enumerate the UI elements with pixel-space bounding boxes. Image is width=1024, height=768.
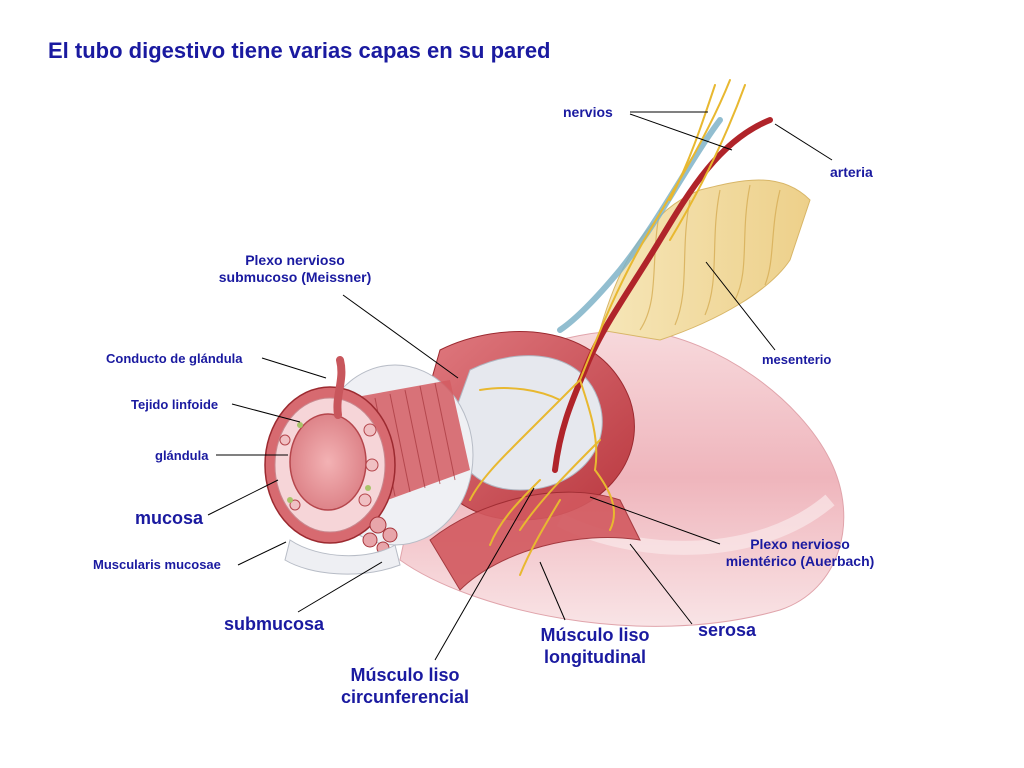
label-musculo-longitudinal-line1: Músculo liso	[540, 625, 650, 645]
label-tejido-linfoide: Tejido linfoide	[131, 397, 219, 412]
nerve-plexus	[469, 79, 746, 576]
label-plexo-submucoso-line2: submucoso (Meissner)	[218, 268, 372, 285]
page-title: El tubo digestivo tiene varias capas en …	[48, 38, 551, 63]
label-musculo-circunferencial-line2: circunferencial	[340, 686, 470, 707]
gland-duct	[333, 356, 346, 419]
label-mesenterio: mesenterio	[762, 352, 832, 367]
label-musculo-longitudinal: Músculo liso longitudinal	[520, 625, 670, 668]
label-conducto-glandula: Conducto de glándula	[106, 351, 243, 366]
label-arteria: arteria	[830, 164, 873, 180]
label-plexo-mienterico: Plexo nervioso mientérico (Auerbach)	[700, 536, 900, 570]
label-plexo-mienterico-line2: mientérico (Auerbach)	[725, 552, 875, 569]
label-musculo-circunferencial: Músculo liso circunferencial	[320, 665, 490, 708]
longitudinal-muscle	[429, 491, 641, 591]
leader-lines	[207, 111, 833, 661]
label-plexo-submucoso: Plexo nervioso submucoso (Meissner)	[200, 252, 390, 286]
label-glandula: glándula	[155, 448, 209, 463]
vein	[557, 117, 723, 333]
label-musculo-longitudinal-line2: longitudinal	[544, 646, 646, 667]
label-submucosa: submucosa	[224, 614, 325, 634]
label-muscularis-mucosae: Muscularis mucosae	[93, 557, 221, 572]
label-plexo-submucoso-line1: Plexo nervioso	[245, 252, 345, 268]
label-plexo-mienterico-line1: Plexo nervioso	[750, 536, 850, 552]
label-mucosa: mucosa	[135, 508, 204, 528]
label-nervios: nervios	[563, 104, 613, 120]
label-serosa: serosa	[698, 620, 757, 640]
label-musculo-circunferencial-line1: Músculo liso	[350, 665, 460, 685]
cut-section-mucosa	[289, 413, 367, 511]
